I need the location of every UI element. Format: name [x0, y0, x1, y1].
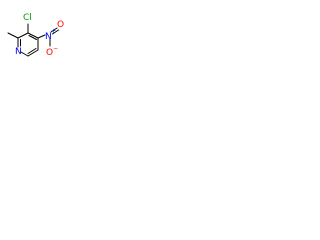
nitro-bond — [37, 34, 46, 39]
nitro-nitrogen-label: N — [45, 32, 52, 42]
ring-bond-c5-c6-inner — [27, 48, 37, 54]
ring-bond-c6-n1 — [20, 51, 29, 57]
ring-bond-c5-c6 — [27, 49, 39, 57]
chemical-structure-diagram: N Cl N + O O − — [7, 13, 64, 58]
methyl-bond — [7, 32, 19, 39]
oxygen-negative-charge: − — [53, 45, 58, 52]
ring-bond-c2-c3 — [17, 32, 29, 39]
nitro-oxygen-single-label: O — [46, 48, 53, 58]
nitro-double-bond-o — [50, 27, 58, 33]
ring-bond-c3-c4 — [27, 32, 39, 39]
nitro-double-bond-o-inner — [52, 29, 59, 35]
nitro-positive-charge: + — [51, 28, 56, 35]
ring-nitrogen-label: N — [15, 47, 22, 57]
chlorine-label: Cl — [23, 13, 32, 23]
ring-bond-c4-c4-inner — [28, 35, 37, 40]
nitro-oxygen-double-label: O — [57, 20, 64, 30]
